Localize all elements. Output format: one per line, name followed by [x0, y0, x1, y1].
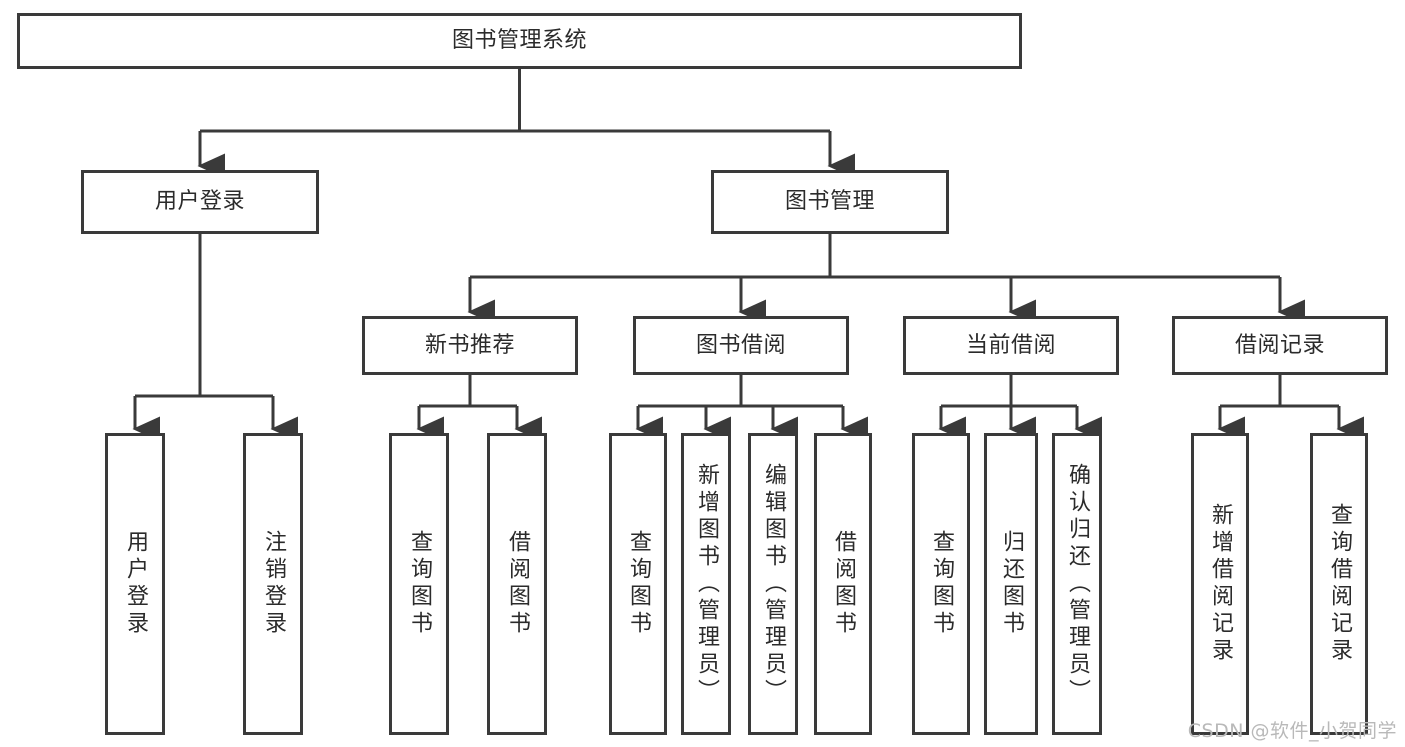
leaf-leaf-query-book-3[interactable]: 查询图书 — [912, 433, 970, 735]
node-label: 图书管理系统 — [451, 28, 587, 54]
node-label: 借阅图书 — [831, 530, 856, 638]
node-book-manage[interactable]: 图书管理 — [711, 170, 949, 234]
leaf-leaf-borrow-book-2[interactable]: 借阅图书 — [814, 433, 872, 735]
node-label: 新增图书（管理员） — [694, 462, 719, 706]
node-label: 查询图书 — [929, 530, 954, 638]
node-borrow-record[interactable]: 借阅记录 — [1172, 316, 1388, 375]
node-label: 图书管理 — [784, 189, 875, 215]
node-book-borrow[interactable]: 图书借阅 — [633, 316, 849, 375]
node-user-login[interactable]: 用户登录 — [81, 170, 319, 234]
node-label: 用户登录 — [123, 530, 148, 638]
node-label: 编辑图书（管理员） — [761, 462, 786, 706]
node-label: 归还图书 — [999, 530, 1024, 638]
node-label: 借阅图书 — [505, 530, 530, 638]
node-label: 用户登录 — [154, 189, 245, 215]
node-label: 当前借阅 — [965, 332, 1056, 358]
node-current-borrow[interactable]: 当前借阅 — [903, 316, 1119, 375]
node-label: 确认归还（管理员） — [1065, 462, 1090, 706]
leaf-leaf-return-book[interactable]: 归还图书 — [984, 433, 1038, 735]
node-root[interactable]: 图书管理系统 — [17, 13, 1022, 69]
leaf-leaf-add-record[interactable]: 新增借阅记录 — [1191, 433, 1249, 735]
node-label: 图书借阅 — [695, 332, 786, 358]
node-label: 新增借阅记录 — [1208, 503, 1233, 665]
leaf-leaf-edit-book[interactable]: 编辑图书（管理员） — [748, 433, 798, 735]
node-label: 查询图书 — [407, 530, 432, 638]
leaf-leaf-user-logout[interactable]: 注销登录 — [243, 433, 303, 735]
node-new-book-rec[interactable]: 新书推荐 — [362, 316, 578, 375]
leaf-leaf-user-login[interactable]: 用户登录 — [105, 433, 165, 735]
connector-group — [132, 69, 1364, 442]
node-label: 查询借阅记录 — [1327, 503, 1352, 665]
node-label: 注销登录 — [261, 530, 286, 638]
leaf-leaf-query-book-1[interactable]: 查询图书 — [389, 433, 449, 735]
leaf-leaf-borrow-book-1[interactable]: 借阅图书 — [487, 433, 547, 735]
node-label: 查询图书 — [626, 530, 651, 638]
leaf-leaf-add-book[interactable]: 新增图书（管理员） — [681, 433, 731, 735]
leaf-leaf-query-book-2[interactable]: 查询图书 — [609, 433, 667, 735]
node-label: 新书推荐 — [424, 332, 515, 358]
leaf-leaf-confirm-return[interactable]: 确认归还（管理员） — [1052, 433, 1102, 735]
node-label: 借阅记录 — [1234, 332, 1325, 358]
leaf-leaf-query-record[interactable]: 查询借阅记录 — [1310, 433, 1368, 735]
